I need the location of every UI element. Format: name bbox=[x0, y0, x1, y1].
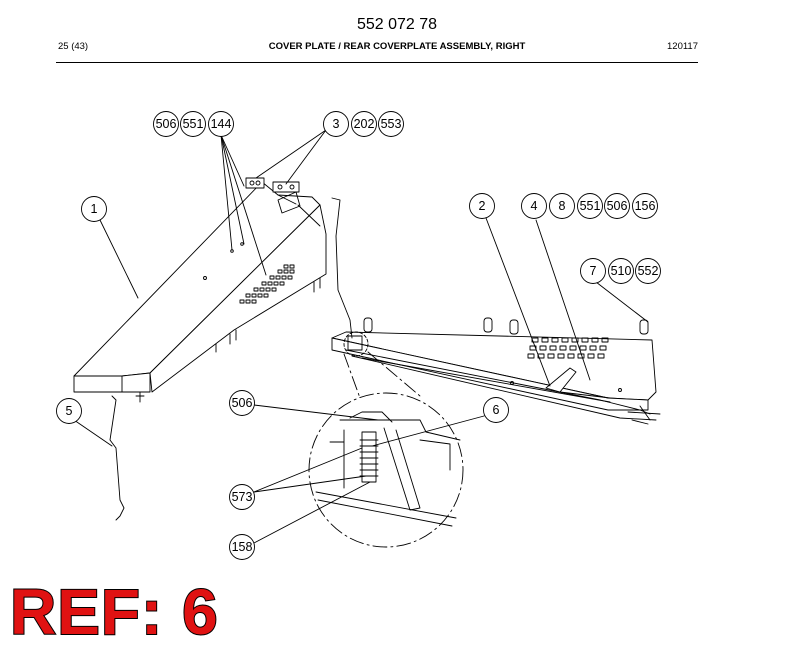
callout-144: 144 bbox=[211, 117, 232, 131]
callout-156: 156 bbox=[635, 199, 656, 213]
callout-158: 158 bbox=[232, 540, 253, 554]
date-code: 120117 bbox=[667, 41, 698, 52]
detail-view bbox=[308, 351, 464, 548]
page-number: 25 (43) bbox=[58, 41, 89, 52]
reference-stamp: REF: 6 bbox=[9, 576, 219, 648]
callout-3: 3 bbox=[333, 117, 340, 131]
document-number: 552 072 78 bbox=[356, 16, 438, 33]
callout-506b: 506 bbox=[607, 199, 628, 213]
callout-506: 506 bbox=[156, 117, 177, 131]
callout-552: 552 bbox=[638, 264, 659, 278]
vent-slots-left bbox=[239, 264, 295, 304]
callout-573: 573 bbox=[232, 490, 253, 504]
callout-8: 8 bbox=[559, 199, 566, 213]
callout-510: 510 bbox=[611, 264, 632, 278]
leader-lines bbox=[73, 129, 649, 544]
callout-1: 1 bbox=[91, 202, 98, 216]
callout-551b: 551 bbox=[580, 199, 601, 213]
callout-551: 551 bbox=[183, 117, 204, 131]
rod-upright bbox=[331, 197, 353, 339]
hinge-brackets-left bbox=[245, 177, 300, 193]
callout-5: 5 bbox=[66, 404, 73, 418]
rod-part-5 bbox=[109, 395, 125, 521]
callout-4: 4 bbox=[531, 199, 538, 213]
header-rule bbox=[56, 62, 698, 63]
callout-202: 202 bbox=[354, 117, 375, 131]
right-rear-cover-plate bbox=[331, 197, 661, 425]
callout-balloons bbox=[56, 111, 661, 560]
callout-506c: 506 bbox=[232, 396, 253, 410]
callout-7: 7 bbox=[590, 264, 597, 278]
left-cover-plate bbox=[73, 177, 327, 403]
callout-553: 553 bbox=[381, 117, 402, 131]
page-title: COVER PLATE / REAR COVERPLATE ASSEMBLY, … bbox=[268, 41, 526, 52]
mounting-tabs-right bbox=[363, 317, 649, 335]
callout-6: 6 bbox=[493, 403, 500, 417]
callout-2: 2 bbox=[479, 199, 486, 213]
